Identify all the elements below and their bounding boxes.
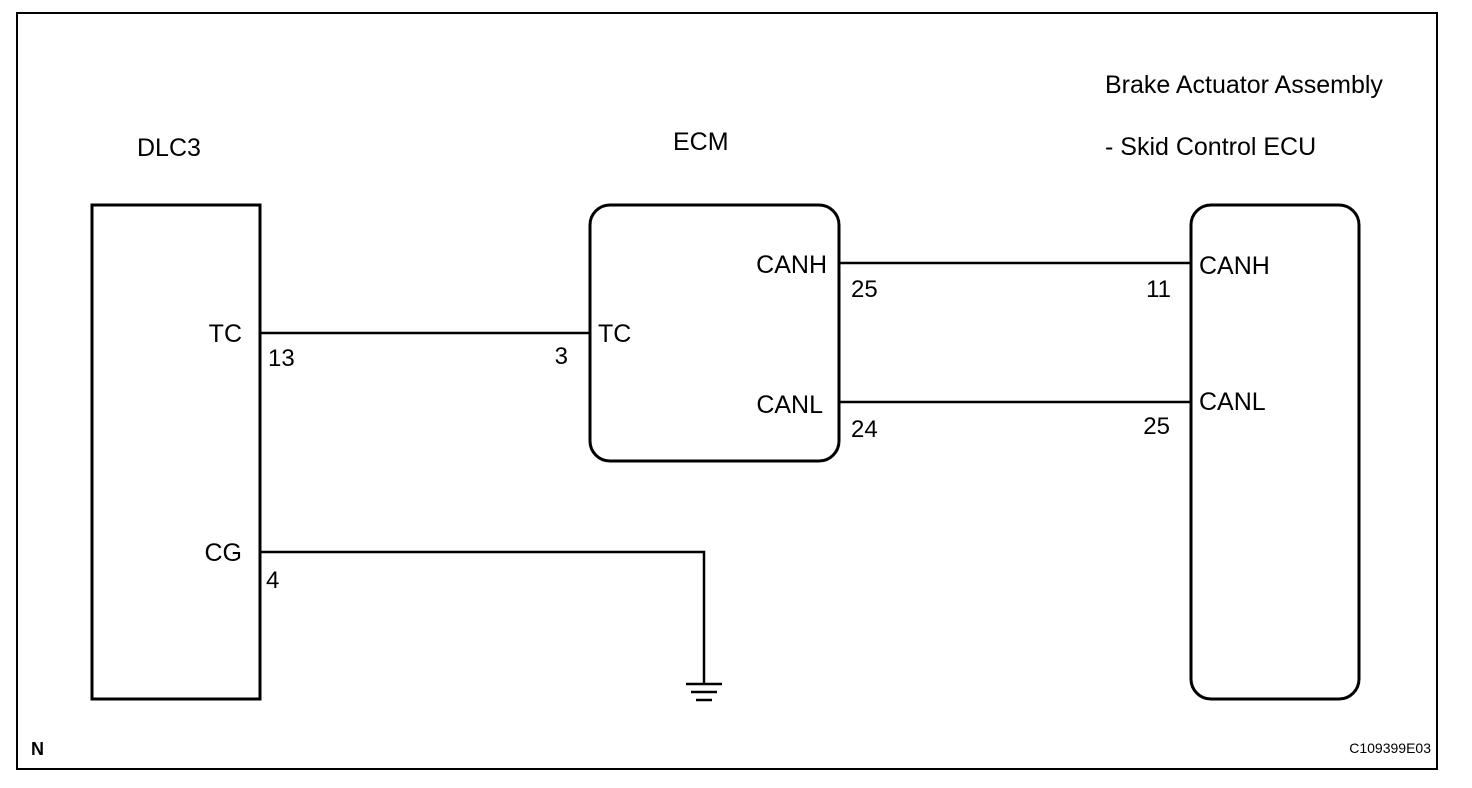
dlc3-tc-pin: 13	[268, 345, 295, 372]
ecm-canh-pin: 25	[851, 276, 878, 303]
ecm-canl-label: CANL	[756, 391, 823, 419]
wire-cg-ground	[260, 550, 706, 683]
skid-ecu-canh-label: CANH	[1199, 252, 1270, 280]
dlc3-cg-label: CG	[205, 539, 243, 567]
corner-mark: N	[31, 739, 44, 759]
skid-ecu-title-line2: - Skid Control ECU	[1105, 133, 1316, 161]
ecm-title: ECM	[673, 128, 729, 156]
skid-ecu-canl-pin: 25	[1143, 413, 1170, 440]
dlc3-connector-box	[90, 203, 262, 701]
dlc3-title: DLC3	[137, 134, 201, 162]
figure-code: C109399E03	[1349, 740, 1431, 756]
dlc3-cg-pin: 4	[266, 567, 279, 594]
dlc3-tc-label: TC	[209, 320, 242, 348]
ecm-canl-pin: 24	[851, 416, 878, 443]
ground-icon	[686, 682, 722, 702]
skid-ecu-canl-label: CANL	[1199, 388, 1266, 416]
skid-ecu-canh-pin: 11	[1146, 276, 1171, 303]
skid-ecu-title-line1: Brake Actuator Assembly	[1105, 71, 1383, 99]
skid-ecu-box	[1189, 203, 1361, 701]
ecm-canh-label: CANH	[756, 251, 827, 279]
ecm-tc-pin: 3	[555, 343, 568, 370]
ecm-tc-label: TC	[598, 320, 631, 348]
